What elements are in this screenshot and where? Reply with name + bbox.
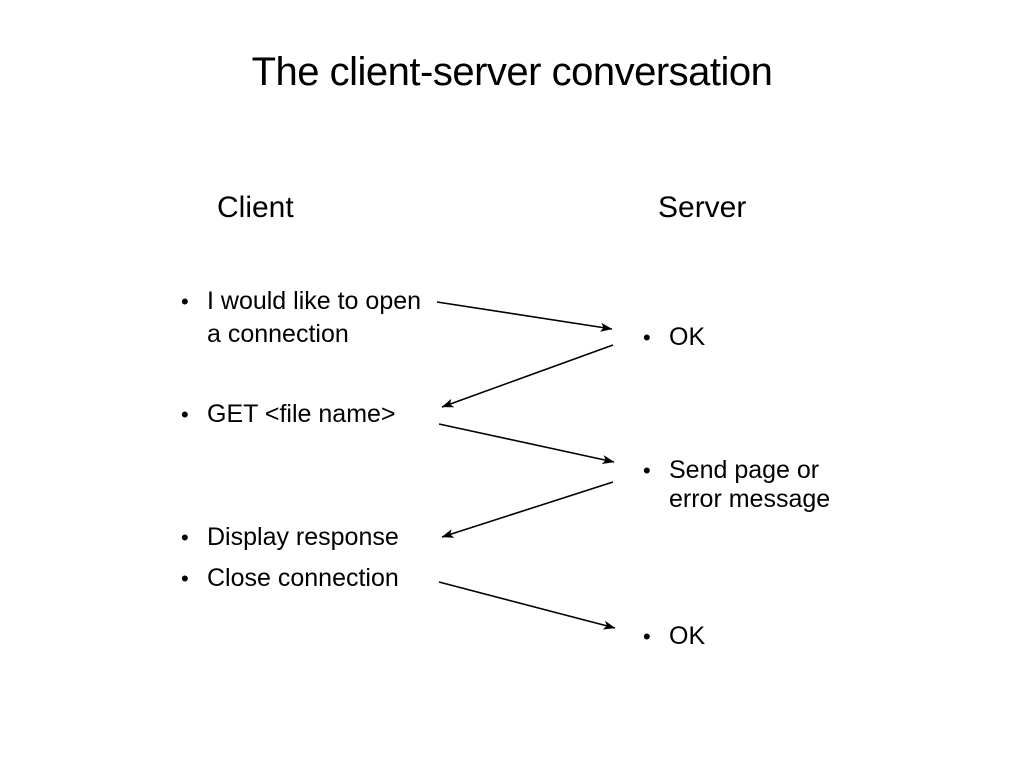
item-line: GET <file name> xyxy=(207,400,396,428)
bullet-icon: • xyxy=(643,458,651,483)
bullet-icon: • xyxy=(181,289,189,314)
item-text: OK xyxy=(669,321,705,354)
arrow-get-file-request xyxy=(438,423,615,464)
item-line: Close connection xyxy=(207,564,399,592)
page-title: The client-server conversation xyxy=(251,50,773,94)
item-line: a connection xyxy=(207,320,349,348)
arrow-close-connection-request xyxy=(438,581,616,630)
bullet-icon: • xyxy=(181,402,189,427)
item-line: OK xyxy=(669,622,706,650)
server-item-ok-2: • OK xyxy=(643,620,705,653)
server-item-ok-1: • OK xyxy=(643,321,705,354)
bullet-icon: • xyxy=(181,525,189,550)
server-item-send-page: • Send page or error message xyxy=(643,456,830,514)
arrow-send-page-response xyxy=(441,481,614,538)
item-text: Display response xyxy=(207,521,399,554)
server-column-header: Server xyxy=(658,191,747,224)
client-item-close-connection: • Close connection xyxy=(181,562,399,595)
item-text: GET <file name> xyxy=(207,398,396,431)
arrow-open-connection-request xyxy=(436,301,613,332)
bullet-icon: • xyxy=(181,566,189,591)
item-line: Display response xyxy=(207,523,399,551)
item-line: Send page or xyxy=(669,456,820,484)
client-item-get-file: • GET <file name> xyxy=(181,398,396,431)
bullet-icon: • xyxy=(643,325,651,350)
client-column-header: Client xyxy=(217,191,294,224)
item-line: I would like to open xyxy=(207,287,422,315)
client-item-display-response: • Display response xyxy=(181,521,399,554)
item-text: Send page or error message xyxy=(669,456,830,514)
client-item-open-connection: • I would like to open a connection xyxy=(181,285,421,351)
item-text: OK xyxy=(669,620,705,653)
arrow-ok-response xyxy=(441,344,614,408)
item-text: I would like to open a connection xyxy=(207,285,421,351)
item-text: Close connection xyxy=(207,562,399,595)
bullet-icon: • xyxy=(643,624,651,649)
item-line: OK xyxy=(669,323,706,351)
item-line: error message xyxy=(669,485,831,513)
